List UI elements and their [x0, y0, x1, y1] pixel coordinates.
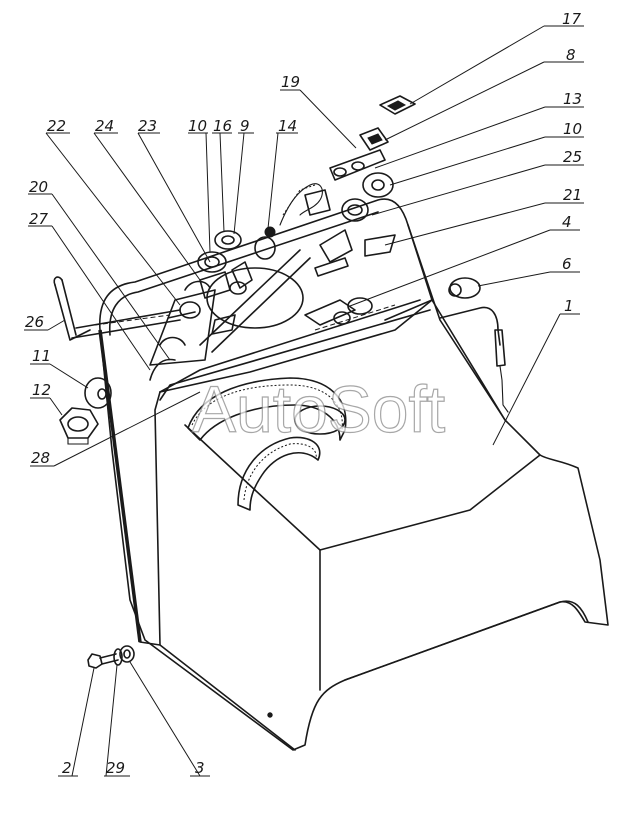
callout-9: 9	[240, 117, 250, 135]
watermark: AutoSoft	[192, 372, 445, 446]
callout-6: 6	[562, 255, 572, 273]
callout-16: 16	[213, 117, 232, 135]
callout-2: 2	[62, 759, 72, 777]
switch-assembly-right	[304, 172, 396, 331]
callout-20: 20	[29, 178, 48, 196]
washer-11	[84, 377, 112, 409]
callout-10a: 10	[188, 117, 207, 135]
seal-strip	[187, 377, 347, 511]
callout-13: 13	[563, 90, 582, 108]
callouts: 17 8 19 13 10 25 21 4 6 1 22 24	[24, 10, 584, 777]
callout-23: 23	[138, 117, 157, 135]
callout-25: 25	[563, 148, 582, 166]
switch-assembly-left	[149, 230, 253, 366]
housing-cover	[98, 198, 609, 751]
callout-4: 4	[562, 213, 572, 231]
switch-assembly-center	[254, 95, 416, 260]
cable-connector	[439, 277, 509, 413]
callout-14: 14	[278, 117, 297, 135]
callout-3: 3	[195, 759, 205, 777]
ring-3	[119, 645, 135, 663]
nut-12	[59, 407, 99, 445]
callout-12: 12	[32, 381, 51, 399]
callout-11: 11	[32, 347, 51, 365]
callout-22: 22	[47, 117, 66, 135]
callout-10b: 10	[563, 120, 582, 138]
bolt-2	[87, 653, 119, 669]
washer-29	[113, 648, 123, 666]
callout-26: 26	[25, 313, 44, 331]
callout-24: 24	[95, 117, 114, 135]
callout-19: 19	[281, 73, 300, 91]
callout-28: 28	[31, 449, 50, 467]
callout-27: 27	[29, 210, 49, 228]
callout-1: 1	[564, 297, 574, 315]
callout-29: 29	[106, 759, 125, 777]
callout-8: 8	[566, 46, 576, 64]
handle-rod	[53, 276, 181, 341]
callout-17: 17	[562, 10, 582, 28]
callout-21: 21	[563, 186, 582, 204]
